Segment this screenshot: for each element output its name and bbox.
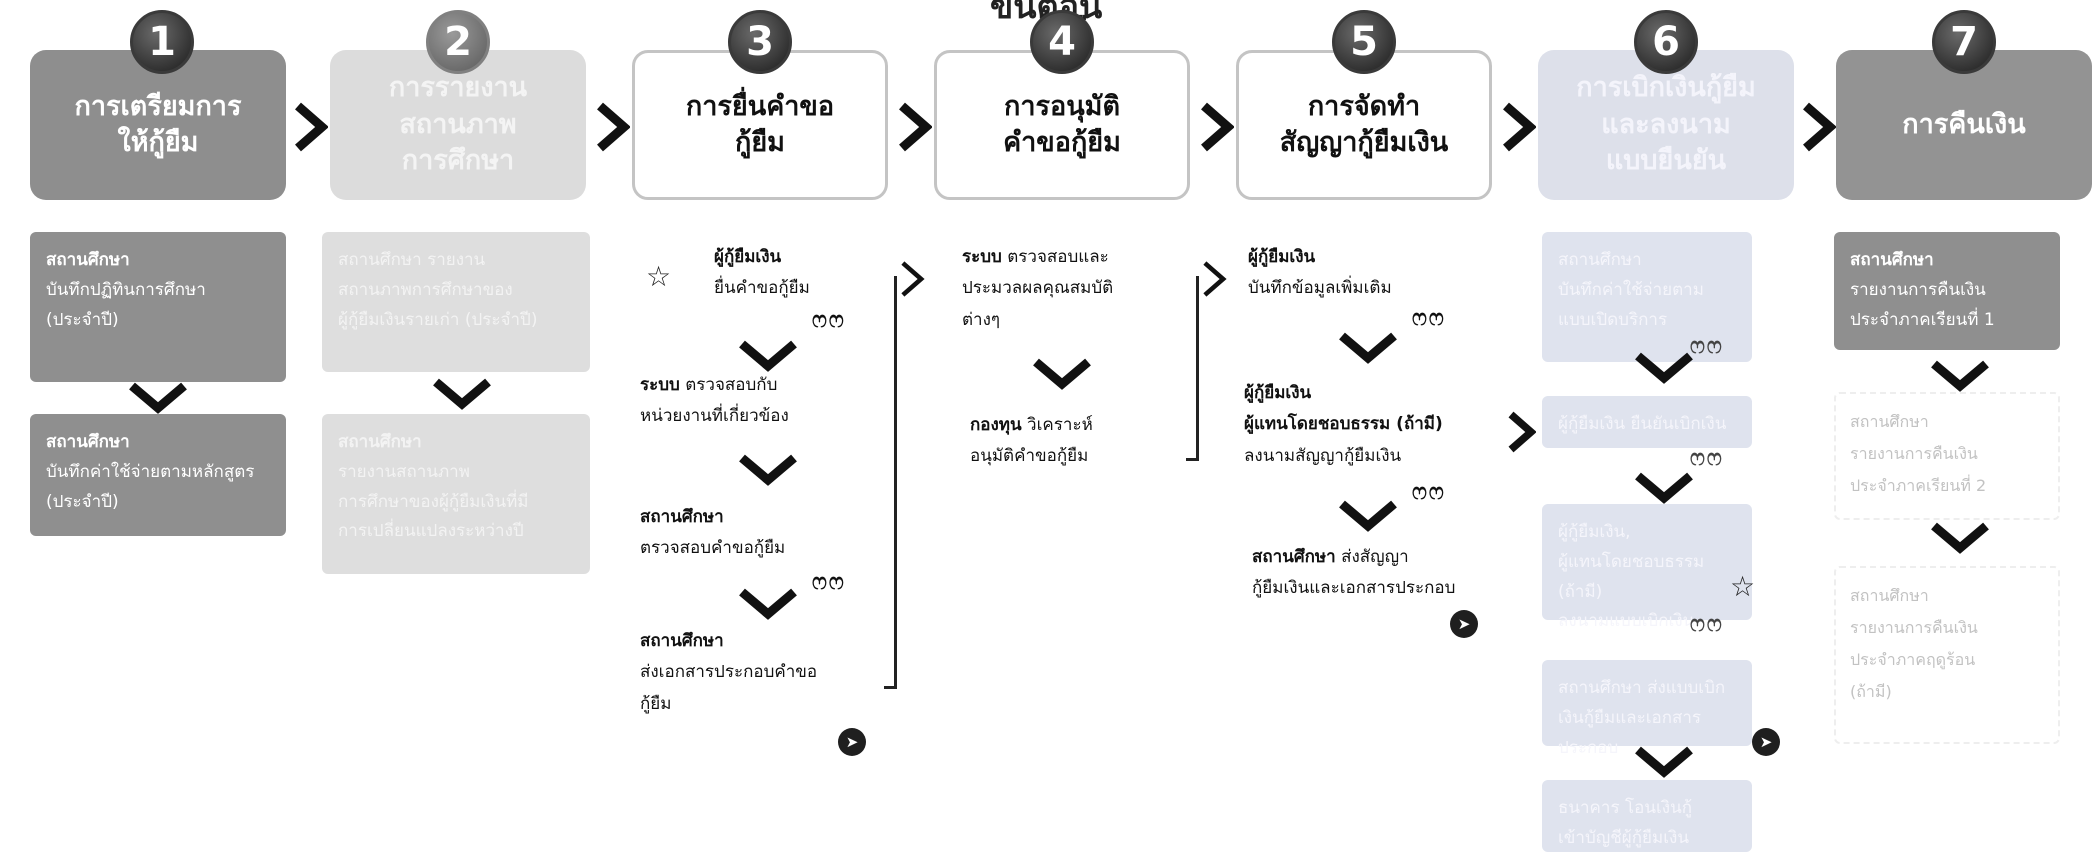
chevron-down-icon xyxy=(1928,358,1992,392)
step-3-submit: ผู้กู้ยืมเงิน ยื่นคำขอกู้ยืม xyxy=(714,247,810,299)
step-6-box-2: ผู้กู้ยืมเงิน ยืนยันเบิกเงิน xyxy=(1542,396,1752,448)
chevron-down-icon xyxy=(1928,520,1992,554)
step-6-box-4: สถานศึกษา ส่งแบบเบิก เงินกู้ยืมและเอกสาร… xyxy=(1542,660,1752,758)
chevron-right-icon xyxy=(1200,260,1228,298)
step-4-number: 4 xyxy=(1030,10,1094,74)
chevron-right-icon xyxy=(896,102,933,152)
signature-icon: ෆෆ xyxy=(1690,446,1724,471)
chevron-down-icon xyxy=(1336,498,1400,532)
step-3-school-send: สถานศึกษา ส่งเอกสารประกอบคำขอ กู้ยืม xyxy=(640,631,818,714)
step-3-system-check: ระบบ ตรวจสอบกับ หน่วยงานที่เกี่ยวข้อง xyxy=(640,375,789,427)
step-7-header: การคืนเงิน xyxy=(1836,50,2092,200)
step-6-header: การเบิกเงินกู้ยืม และลงนาม แบบยืนยัน xyxy=(1538,50,1794,200)
chevron-down-icon xyxy=(1632,744,1696,778)
chevron-down-icon xyxy=(126,380,190,414)
step-6-box-5: ธนาคาร โอนเงินกู้ เข้าบัญชีผู้กู้ยืมเงิน xyxy=(1542,780,1752,852)
chevron-right-icon xyxy=(1800,102,1837,152)
send-icon: ➤ xyxy=(1752,728,1780,756)
step-5-borrower-record: ผู้กู้ยืมเงิน บันทึกข้อมูลเพิ่มเติม xyxy=(1248,247,1392,299)
step-7-box-2: สถานศึกษา รายงานการคืนเงิน ประจำภาคเรียน… xyxy=(1834,392,2060,520)
send-icon: ➤ xyxy=(1450,610,1478,638)
chevron-right-icon xyxy=(594,102,631,152)
signature-icon: ෆෆ xyxy=(1690,334,1724,359)
step-1-header: การเตรียมการ ให้กู้ยืม xyxy=(30,50,286,200)
signature-icon: ෆෆ xyxy=(812,570,846,595)
step-3-school-check: สถานศึกษา ตรวจสอบคำขอกู้ยืม xyxy=(640,507,786,559)
chevron-down-icon xyxy=(736,586,800,620)
connector-line xyxy=(1186,458,1199,461)
chevron-right-icon xyxy=(1500,102,1537,152)
step-1-number: 1 xyxy=(130,10,194,74)
connector-line xyxy=(1196,276,1199,460)
chevron-right-icon xyxy=(898,260,926,298)
chevron-down-icon xyxy=(736,338,800,372)
star-icon: ☆ xyxy=(646,260,672,293)
connector-line xyxy=(884,686,897,689)
signature-icon: ෆෆ xyxy=(1412,306,1446,331)
chevron-down-icon xyxy=(1030,356,1094,390)
send-icon: ➤ xyxy=(838,728,866,756)
chevron-down-icon xyxy=(1632,470,1696,504)
signature-icon: ෆෆ xyxy=(1690,612,1724,637)
chevron-down-icon xyxy=(430,376,494,410)
connector-line xyxy=(894,276,897,688)
step-6-box-3: ผู้กู้ยืมเงิน, ผู้แทนโดยชอบธรรม (ถ้ามี) … xyxy=(1542,504,1752,631)
step-2-box-2: สถานศึกษา รายงานสถานภาพ การศึกษาของผู้กู… xyxy=(322,414,590,574)
step-5-number: 5 xyxy=(1332,10,1396,74)
signature-icon: ෆෆ xyxy=(1412,480,1446,505)
step-7-box-3: สถานศึกษา รายงานการคืนเงิน ประจำภาคฤดูร้… xyxy=(1834,566,2060,744)
step-1-box-2: สถานศึกษา บันทึกค่าใช้จ่ายตามหลักสูตร (ป… xyxy=(30,414,286,536)
step-5-sign-contract: ผู้กู้ยืมเงิน ผู้แทนโดยชอบธรรม (ถ้ามี) ล… xyxy=(1244,383,1443,466)
step-4-fund-approve: กองทุน วิเคราะห์ อนุมัติคำขอกู้ยืม xyxy=(970,415,1093,467)
step-7-number: 7 xyxy=(1932,10,1996,74)
chevron-down-icon xyxy=(736,452,800,486)
step-3-number: 3 xyxy=(728,10,792,74)
step-1-box-1: สถานศึกษา บันทึกปฏิทินการศึกษา (ประจำปี) xyxy=(30,232,286,382)
star-icon: ☆ xyxy=(1730,570,1756,603)
chevron-right-icon xyxy=(1198,102,1235,152)
chevron-down-icon xyxy=(1336,330,1400,364)
step-6-box-1: สถานศึกษา บันทึกค่าใช้จ่ายตาม แบบเปิดบริ… xyxy=(1542,232,1752,362)
step-6-number: 6 xyxy=(1634,10,1698,74)
signature-icon: ෆෆ xyxy=(812,308,846,333)
step-2-number: 2 xyxy=(426,10,490,74)
step-5-school-send: สถานศึกษา ส่งสัญญา กู้ยืมเงินและเอกสารปร… xyxy=(1252,547,1456,599)
step-2-box-1: สถานศึกษา รายงาน สถานภาพการศึกษาของ ผู้ก… xyxy=(322,232,590,372)
chevron-right-icon xyxy=(1506,410,1537,454)
chevron-right-icon xyxy=(292,102,329,152)
step-7-box-1: สถานศึกษา รายงานการคืนเงิน ประจำภาคเรียน… xyxy=(1834,232,2060,350)
step-4-system-process: ระบบ ตรวจสอบและ ประมวลผลคุณสมบัติ ต่างๆ xyxy=(962,247,1114,330)
step-4-header: การอนุมัติ คำขอกู้ยืม xyxy=(934,50,1190,200)
step-2-header: การรายงาน สถานภาพ การศึกษา xyxy=(330,50,586,200)
chevron-down-icon xyxy=(1632,350,1696,384)
